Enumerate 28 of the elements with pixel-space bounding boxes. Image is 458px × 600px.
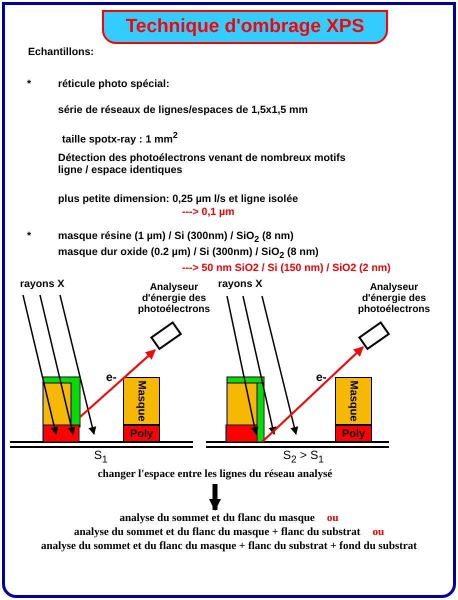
note-text: ---> 50 nm SiO2 / Si (150 nm) / SiO2 (2 nm) bbox=[182, 262, 391, 274]
spec-text: Détection des photoélectrons venant de nombreux motifs ligne / espace identiques bbox=[58, 152, 347, 176]
spacing-label: S$_{2}$ > S$_{1}$ bbox=[283, 448, 324, 466]
title-banner: Technique d'ombrage XPS bbox=[102, 10, 388, 44]
detector-label: Analyseur d'énergie des photoélectrons bbox=[356, 282, 432, 315]
spec-text: série de réseaux de lignes/espaces de 1,5x1,5 mm bbox=[58, 104, 308, 116]
mask-block: Masque bbox=[123, 377, 160, 425]
bullet-text: réticule photo spécial: bbox=[58, 78, 170, 90]
detector-label: Analyseur d'énergie des photoélectrons bbox=[136, 282, 212, 315]
ray-label: rayons X bbox=[218, 278, 262, 290]
mask-block: Masque bbox=[335, 377, 372, 425]
poly-layer: Poly bbox=[123, 425, 160, 442]
arrow bbox=[209, 484, 221, 511]
bullet-mark: * bbox=[27, 230, 32, 242]
note-text: ---> 0,1 µm bbox=[182, 206, 234, 218]
bullet-text: masque résine (1 µm) / Si (300nm) / SiO$_{2}$ (8 nm) bbox=[58, 230, 294, 244]
spec-text: taille spotx-ray : 1 mm$^{2}$ bbox=[62, 130, 178, 146]
bullet-mark: * bbox=[27, 78, 32, 90]
arrow bbox=[261, 346, 364, 443]
caption-text: changer l'espace entre les lignes du réseau analysé bbox=[65, 468, 365, 482]
spacing-label: S$_{1}$ bbox=[94, 448, 108, 466]
ray-label: rayons X bbox=[20, 278, 64, 290]
conclusion-text: analyse du sommet et du flanc du masque ou analyse du sommet et du flanc du masque + flanc du substrat ou analyse du sommet et du flanc du masque + flanc du substrat + fond du substrat bbox=[10, 511, 448, 557]
arrow bbox=[79, 349, 156, 418]
spec-text: masque dur oxide (0.2 µm) / Si (300nm) / SiO$_{2}$ (8 nm) bbox=[58, 246, 319, 260]
poly-layer: Poly bbox=[335, 425, 372, 442]
section-heading: Echantillons: bbox=[28, 46, 94, 58]
spec-text: plus petite dimension: 0,25 µm l/s et ligne isolée bbox=[58, 193, 298, 205]
